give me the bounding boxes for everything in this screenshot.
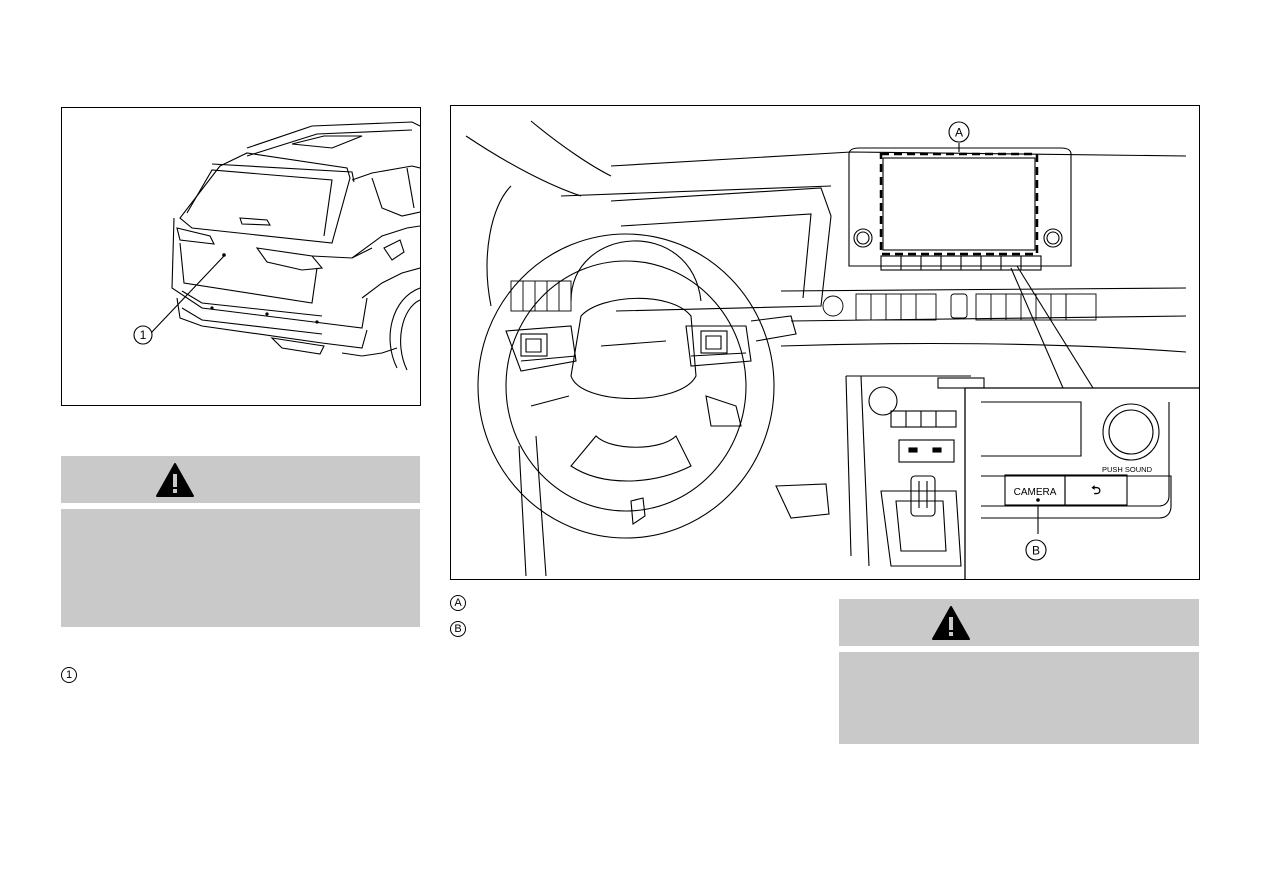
warning-body-right — [839, 652, 1199, 744]
warning-triangle-icon — [156, 463, 194, 497]
callout-a-label: A — [955, 126, 963, 140]
push-sound-label: PUSH SOUND — [1102, 465, 1153, 474]
rear-camera-figure: 1 — [61, 107, 421, 406]
rear-vehicle-illustration: 1 — [133, 121, 420, 371]
legend-marker-1: 1 — [61, 667, 77, 683]
warning-header-right — [839, 599, 1199, 646]
dashboard-figure: A CAMERA ⮌ PUSH SOUND B — [450, 105, 1200, 580]
warning-header-left — [61, 456, 420, 503]
back-button-icon: ⮌ — [1091, 483, 1101, 497]
callout-1-label: 1 — [140, 328, 147, 342]
callout-b-label: B — [1032, 544, 1040, 558]
warning-triangle-icon — [932, 606, 970, 640]
legend-marker-a: A — [450, 595, 466, 611]
legend-marker-b: B — [450, 621, 466, 637]
camera-button-label: CAMERA — [1014, 487, 1057, 498]
dashboard-illustration: A CAMERA ⮌ PUSH SOUND B — [465, 120, 1199, 579]
warning-body-left — [61, 509, 420, 627]
